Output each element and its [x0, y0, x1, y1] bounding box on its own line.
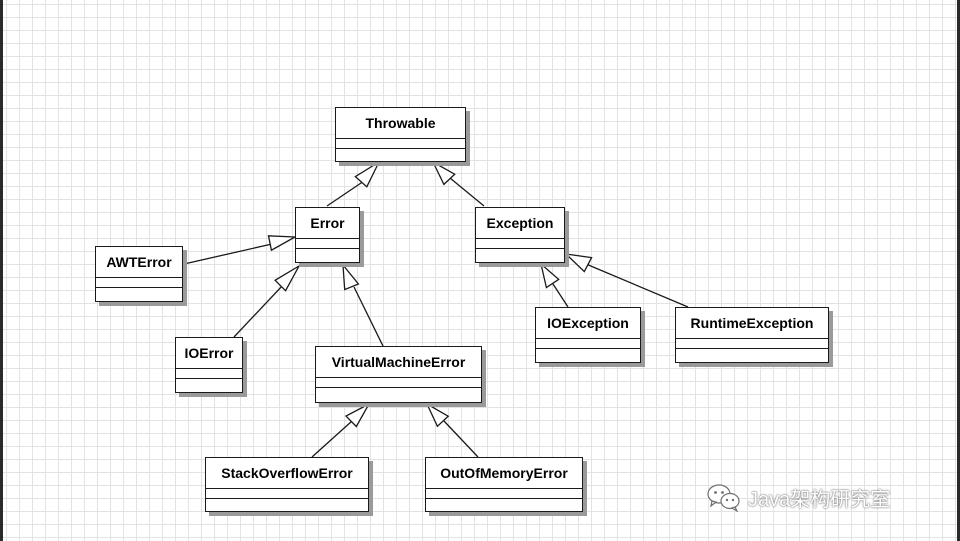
attributes-compartment: [316, 378, 481, 388]
operations-compartment: [176, 379, 242, 388]
class-box-runtimeexception[interactable]: RuntimeException: [675, 307, 829, 363]
arrowhead-stackoverflow-vmerror: [344, 402, 371, 428]
arrowhead-exception-throwable: [431, 160, 456, 186]
operations-compartment: [536, 349, 640, 358]
wechat-icon: [707, 484, 740, 512]
class-name-stackoverflowerror: StackOverflowError: [206, 458, 368, 489]
class-box-throwable[interactable]: Throwable: [335, 107, 466, 162]
edge-ioerror-error: [233, 283, 285, 338]
edge-vmerror-error: [353, 286, 384, 347]
left-edge-bar: [0, 0, 3, 541]
attributes-compartment: [536, 339, 640, 349]
edge-awterror-error: [183, 243, 273, 265]
class-box-error[interactable]: Error: [295, 207, 360, 263]
watermark-text: Java架构研究室: [748, 488, 891, 511]
watermark: Java架构研究室: [706, 482, 890, 512]
operations-compartment: [676, 349, 828, 358]
edge-ioexception-exception: [552, 283, 569, 308]
class-name-awterror: AWTError: [96, 247, 182, 278]
arrowhead-vmerror-error: [342, 262, 360, 291]
attributes-compartment: [336, 139, 465, 149]
edge-outofmemory-vmerror: [443, 420, 479, 458]
operations-compartment: [206, 499, 368, 508]
class-box-virtualmachineerror[interactable]: VirtualMachineError: [315, 346, 482, 403]
arrowhead-runtimeexception-exception: [564, 253, 593, 273]
class-box-ioexception[interactable]: IOException: [535, 307, 641, 363]
edge-runtimeexception-exception: [585, 263, 689, 308]
class-name-virtualmachineerror: VirtualMachineError: [316, 347, 481, 378]
edge-exception-throwable: [449, 177, 485, 207]
arrowhead-awterror-error: [267, 235, 298, 252]
class-name-exception: Exception: [476, 208, 564, 239]
attributes-compartment: [426, 489, 582, 499]
class-name-outofmemoryerror: OutOfMemoryError: [426, 458, 582, 489]
operations-compartment: [476, 249, 564, 258]
operations-compartment: [296, 249, 359, 258]
attributes-compartment: [176, 369, 242, 379]
arrowhead-ioerror-error: [274, 264, 301, 292]
class-box-awterror[interactable]: AWTError: [95, 246, 183, 302]
class-name-runtimeexception: RuntimeException: [676, 308, 828, 339]
class-box-stackoverflowerror[interactable]: StackOverflowError: [205, 457, 369, 512]
class-box-exception[interactable]: Exception: [475, 207, 565, 263]
class-name-ioerror: IOError: [176, 338, 242, 369]
attributes-compartment: [476, 239, 564, 249]
class-name-ioexception: IOException: [536, 308, 640, 339]
class-name-error: Error: [296, 208, 359, 239]
right-edge-bar: [957, 0, 960, 541]
attributes-compartment: [676, 339, 828, 349]
arrowhead-ioexception-exception: [539, 262, 560, 289]
arrowhead-outofmemory-vmerror: [425, 402, 450, 428]
operations-compartment: [96, 288, 182, 297]
attributes-compartment: [96, 278, 182, 288]
operations-compartment: [336, 149, 465, 158]
class-box-ioerror[interactable]: IOError: [175, 337, 243, 393]
attributes-compartment: [206, 489, 368, 499]
attributes-compartment: [296, 239, 359, 249]
operations-compartment: [426, 499, 582, 508]
edge-stackoverflow-vmerror: [311, 420, 353, 458]
edge-error-throwable: [326, 180, 365, 207]
arrowhead-error-throwable: [354, 160, 381, 188]
class-box-outofmemoryerror[interactable]: OutOfMemoryError: [425, 457, 583, 512]
operations-compartment: [316, 388, 481, 397]
class-name-throwable: Throwable: [336, 108, 465, 139]
